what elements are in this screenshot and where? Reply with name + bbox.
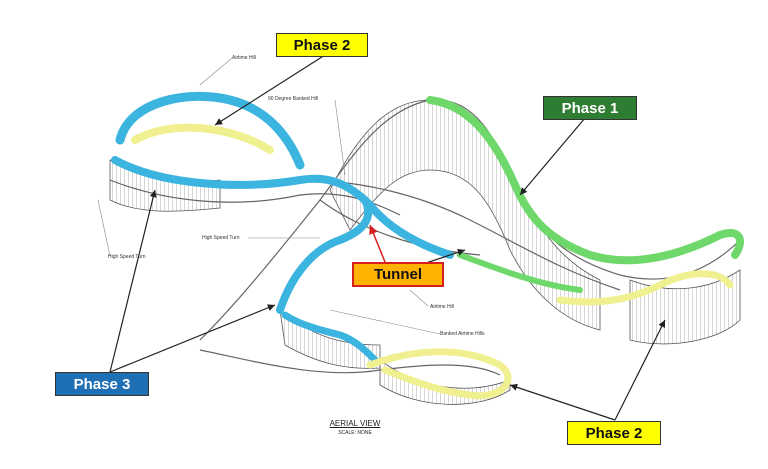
label-banked-airtime-hills: Banked Airtime Hills bbox=[440, 331, 485, 337]
phase1-track bbox=[426, 96, 744, 293]
phase1-callout: Phase 1 bbox=[543, 96, 637, 120]
tunnel-arrow bbox=[369, 224, 386, 263]
label-airtime-hill-top: Airtime Hill bbox=[232, 55, 256, 61]
label-airtime-hill-mid: Airtime Hill bbox=[430, 304, 454, 310]
aerial-view-title: AERIAL VIEW bbox=[329, 419, 381, 428]
phase3-callout: Phase 3 bbox=[55, 372, 149, 396]
phase3-track bbox=[111, 91, 454, 364]
label-90-degree-banked-hill: 90 Degree Banked Hill bbox=[268, 96, 319, 102]
label-leaders bbox=[97, 57, 441, 335]
label-high-speed-turn-center: High Speed Turn bbox=[202, 235, 240, 241]
tunnel-callout: Tunnel bbox=[352, 262, 444, 287]
phase2-bottom-callout: Phase 2 bbox=[567, 421, 661, 445]
aerial-view-scale: SCALE: NONE bbox=[338, 430, 372, 436]
label-high-speed-turn-left: High Speed Turn bbox=[108, 254, 146, 260]
phase2-track bbox=[131, 123, 734, 400]
phase2-top-callout: Phase 2 bbox=[276, 33, 368, 57]
